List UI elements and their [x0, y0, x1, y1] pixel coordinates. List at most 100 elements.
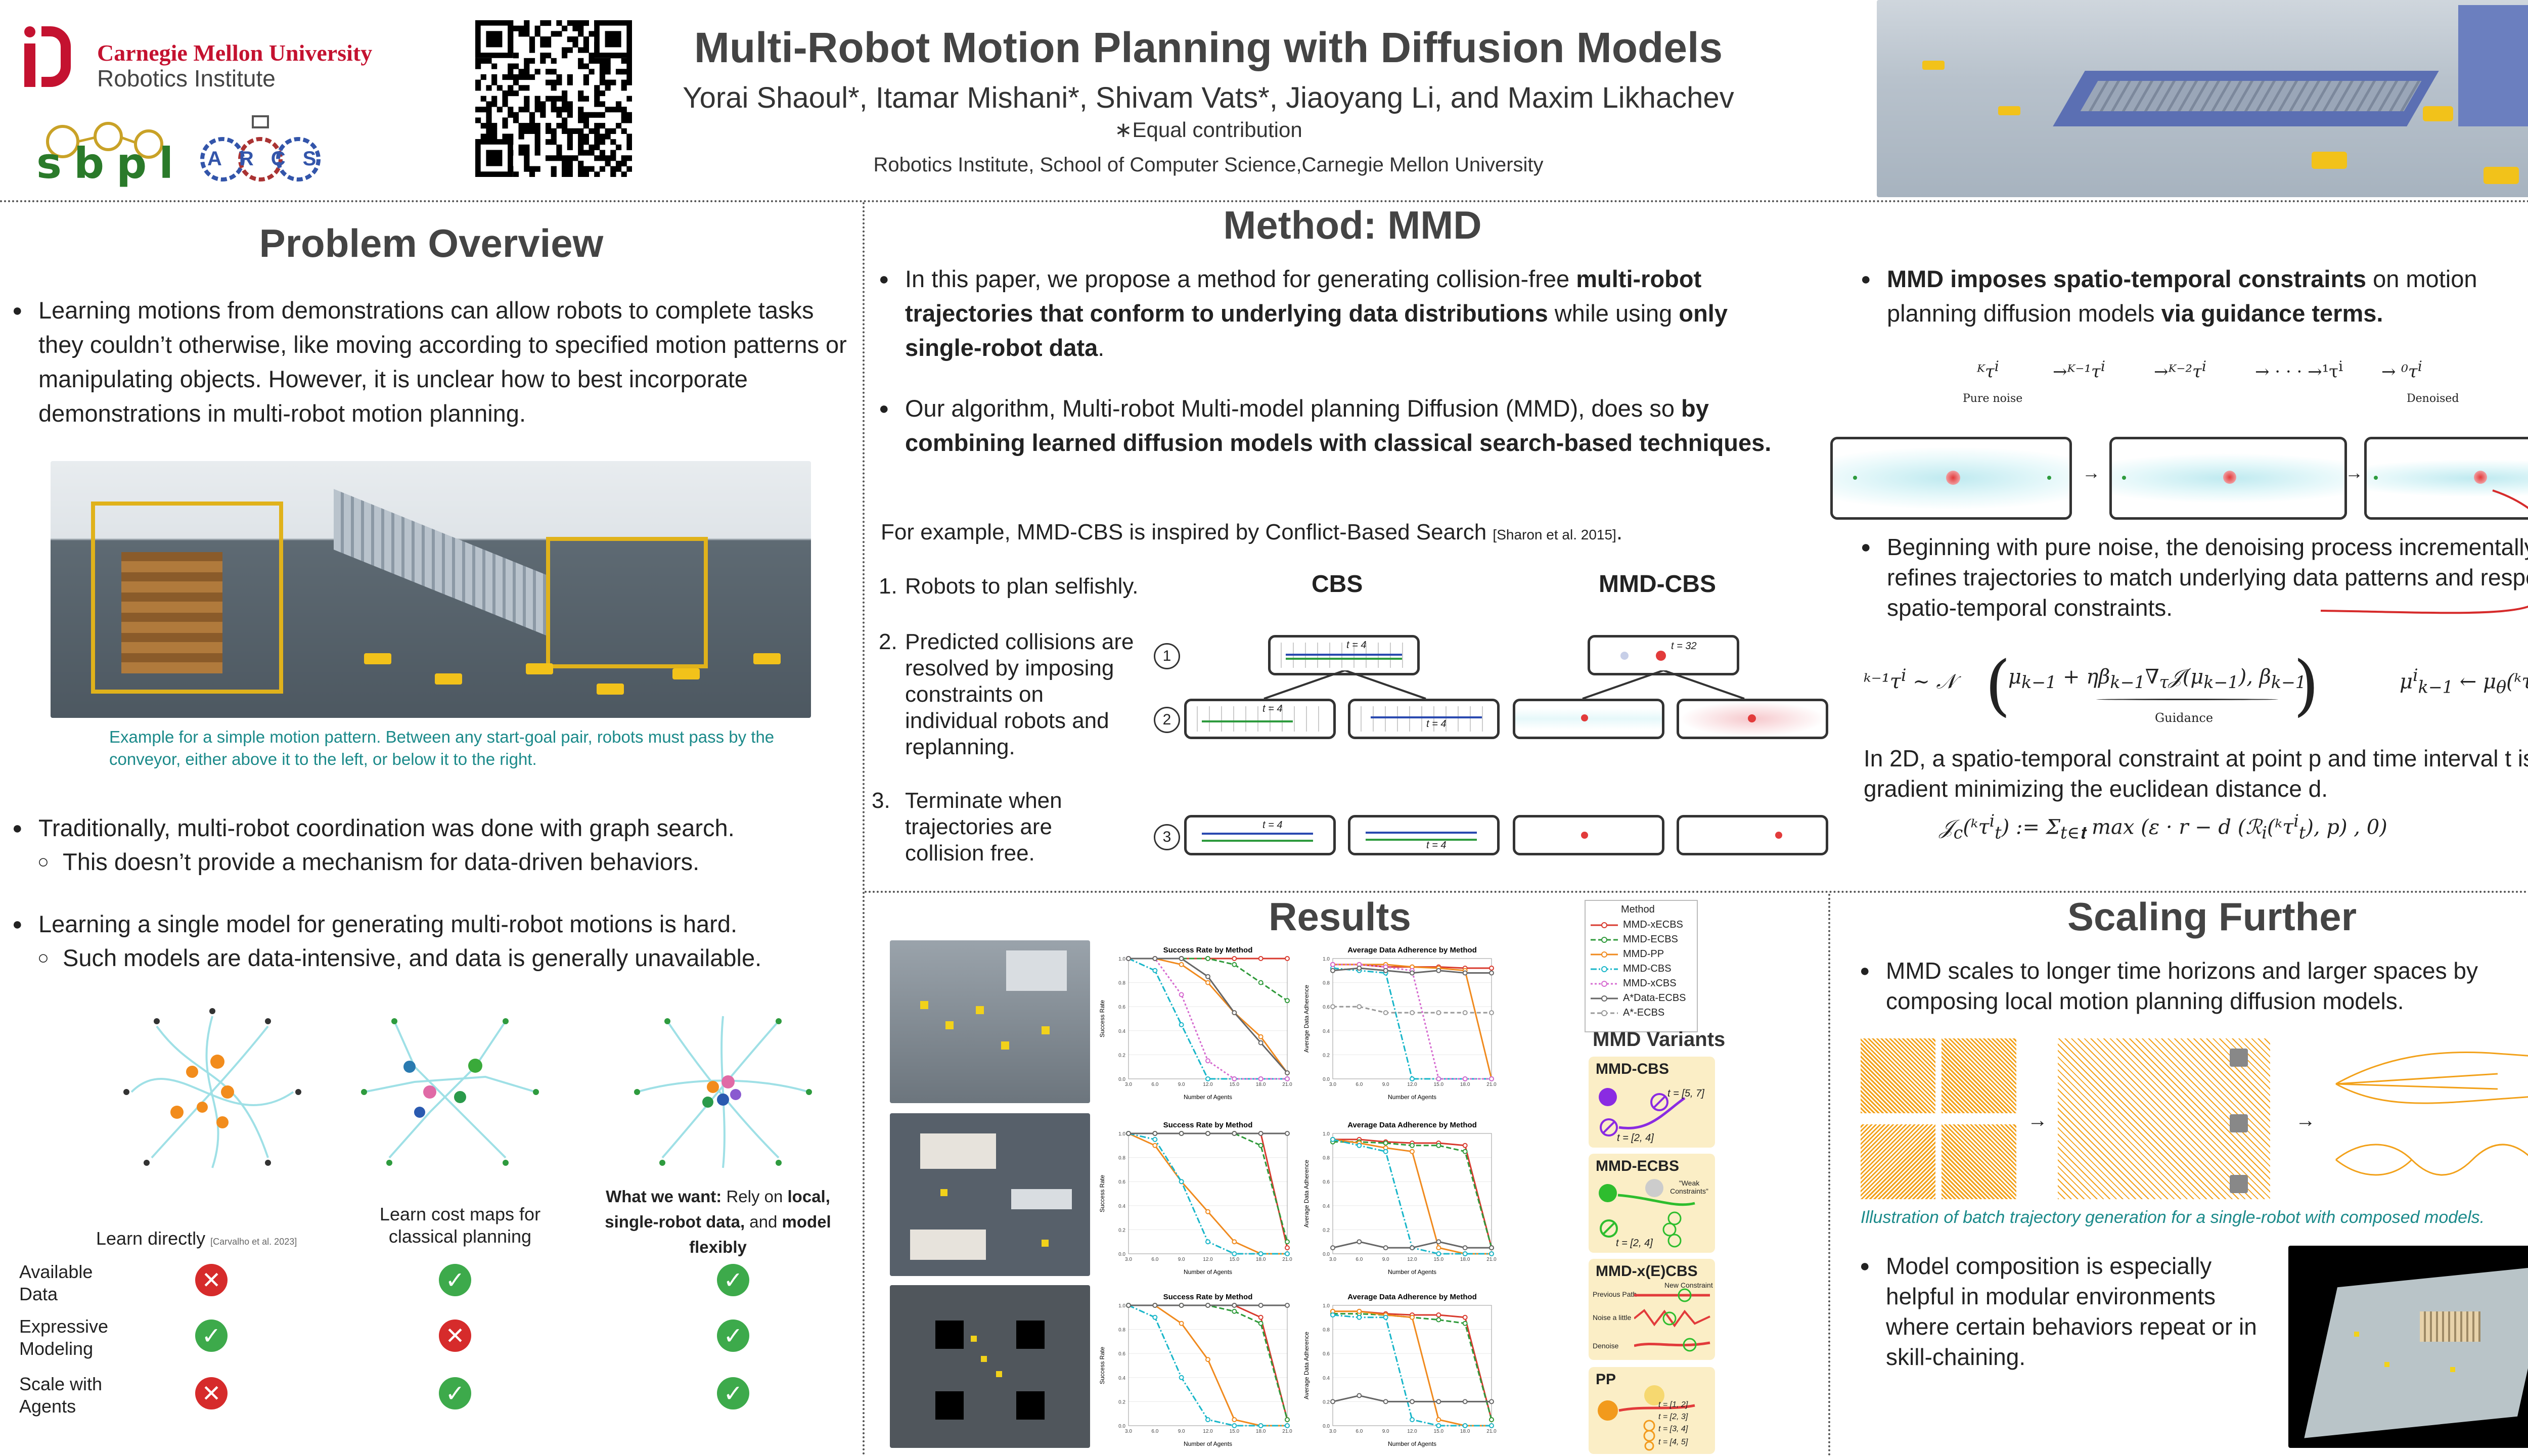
- data-point: [1285, 956, 1290, 961]
- data-point: [1489, 1245, 1494, 1251]
- x-tick-label: 21.0: [1486, 1429, 1497, 1434]
- arcs-logo: ARCS: [192, 111, 324, 187]
- x-tick-label: 21.0: [1282, 1082, 1292, 1087]
- x-tick-label: 21.0: [1486, 1257, 1497, 1262]
- constraints-bullet: MMD imposes spatio-temporal constraints …: [1861, 262, 2528, 331]
- data-point: [1205, 1357, 1210, 1362]
- x-tick-label: 15.0: [1230, 1429, 1240, 1434]
- data-point: [1126, 1303, 1131, 1308]
- sbpl-logo: sbpl: [32, 116, 174, 188]
- data-point: [1330, 1245, 1335, 1251]
- data-point: [1383, 968, 1388, 973]
- data-point: [1410, 1076, 1415, 1081]
- denoise-sequence: ᴷτi →ᴷ⁻¹τi →ᴷ⁻²τi → · · · →¹τi → ⁰τi Pur…: [1963, 358, 2459, 405]
- data-point: [1258, 956, 1263, 961]
- legend-label: MMD-ECBS: [1623, 934, 1678, 945]
- result-scene-3: [890, 1285, 1090, 1448]
- variant-mmd-cbs-label: MMD-CBS: [1596, 1061, 1669, 1077]
- data-point: [1357, 1314, 1362, 1320]
- data-point: [1179, 992, 1184, 997]
- y-tick-label: 0.4: [1118, 1029, 1125, 1034]
- y-tick-label: 0.2: [1323, 1399, 1330, 1405]
- twod-constraint-text: In 2D, a spatio-temporal constraint at p…: [1864, 745, 2528, 802]
- check-icon: ✓: [717, 1320, 749, 1352]
- learn-directly-illustration: [123, 1008, 301, 1168]
- cbs-header: CBS: [1312, 571, 1363, 598]
- data-point: [1152, 1303, 1158, 1308]
- y-axis-label: Average Data Adherence: [1303, 985, 1310, 1053]
- legend-swatch: [1591, 966, 1618, 972]
- x-tick-label: 6.0: [1356, 1257, 1363, 1262]
- qr-code[interactable]: [475, 20, 633, 177]
- x-tick-label: 15.0: [1230, 1082, 1240, 1087]
- data-point: [1232, 1251, 1237, 1256]
- data-point: [1205, 1209, 1210, 1214]
- data-point: [1410, 1010, 1415, 1016]
- y-tick-label: 0.2: [1118, 1227, 1125, 1233]
- x-tick-label: 6.0: [1151, 1257, 1158, 1262]
- data-point: [1285, 1251, 1290, 1256]
- scaling-divider: [1828, 894, 1830, 1456]
- data-point: [1258, 1423, 1263, 1428]
- data-point: [1258, 1143, 1263, 1148]
- x-tick-label: 21.0: [1282, 1429, 1292, 1434]
- legend-item: A*-ECBS: [1586, 1006, 1697, 1020]
- legend-swatch: [1591, 936, 1618, 943]
- y-tick-label: 0.8: [1118, 981, 1125, 986]
- data-point: [1489, 1417, 1494, 1423]
- arrow-icon: →: [2295, 1109, 2316, 1131]
- cbs-root-time: t = 4: [1346, 640, 1367, 651]
- result-scene-1: [890, 940, 1090, 1103]
- cbs-right-time: t = 4: [1426, 718, 1447, 730]
- data-point: [1258, 980, 1263, 985]
- data-point: [1258, 1251, 1263, 1256]
- data-point: [1152, 1143, 1158, 1148]
- data-point: [1330, 962, 1335, 967]
- result-chart-svg: Success Rate by Method0.00.20.40.60.81.0…: [1099, 1293, 1292, 1447]
- data-point: [1152, 1314, 1158, 1320]
- series-line: [1128, 958, 1288, 1002]
- data-point: [1436, 968, 1441, 973]
- mmd-final-left: [1513, 815, 1664, 855]
- data-point: [1462, 1143, 1468, 1148]
- plot-frame: [1332, 958, 1492, 1079]
- cbs-left-time: t = 4: [1262, 703, 1283, 714]
- data-point: [1285, 998, 1290, 1004]
- series-line: [1332, 967, 1492, 1080]
- step-3: 3.Terminate when trajectories are collis…: [872, 788, 1062, 866]
- check-icon: ✓: [195, 1320, 228, 1352]
- results-title: Results: [1269, 894, 1411, 939]
- data-point: [1285, 1070, 1290, 1076]
- y-tick-label: 0.6: [1323, 1179, 1330, 1185]
- problem-sub-2: This doesn’t provide a mechanism for dat…: [37, 845, 846, 879]
- plot-frame: [1332, 1305, 1492, 1426]
- data-point: [1285, 1239, 1290, 1245]
- data-point: [1258, 1303, 1263, 1308]
- cross-icon: ✕: [195, 1264, 228, 1296]
- y-axis-label: Success Rate: [1099, 1175, 1106, 1212]
- series-line: [1128, 1304, 1287, 1427]
- problem-sub-3: Such models are data-intensive, and data…: [37, 941, 846, 975]
- data-point: [1179, 962, 1184, 967]
- sbpl-network-icon: [46, 122, 163, 159]
- data-point: [1285, 1423, 1290, 1428]
- y-tick-label: 0.6: [1118, 1351, 1125, 1357]
- data-point: [1489, 1423, 1494, 1428]
- data-point: [1258, 1314, 1263, 1320]
- data-point: [1462, 1076, 1468, 1081]
- x-tick-label: 12.0: [1407, 1082, 1417, 1087]
- x-tick-label: 9.0: [1178, 1082, 1185, 1087]
- arcs-text: ARCS: [207, 148, 334, 170]
- variant-mmd-ecbs: MMD-ECBS "Weak Constraints" t = [2, 4]: [1589, 1154, 1715, 1253]
- data-point: [1436, 1251, 1441, 1256]
- problem-title: Problem Overview: [259, 221, 604, 265]
- data-point: [1383, 1245, 1388, 1251]
- mid-divider: [865, 891, 2528, 893]
- x-tick-label: 15.0: [1434, 1429, 1444, 1434]
- x-tick-label: 15.0: [1434, 1257, 1444, 1262]
- noise-panel-1: [1830, 437, 2072, 520]
- pp-t3: t = [3, 4]: [1658, 1425, 1688, 1433]
